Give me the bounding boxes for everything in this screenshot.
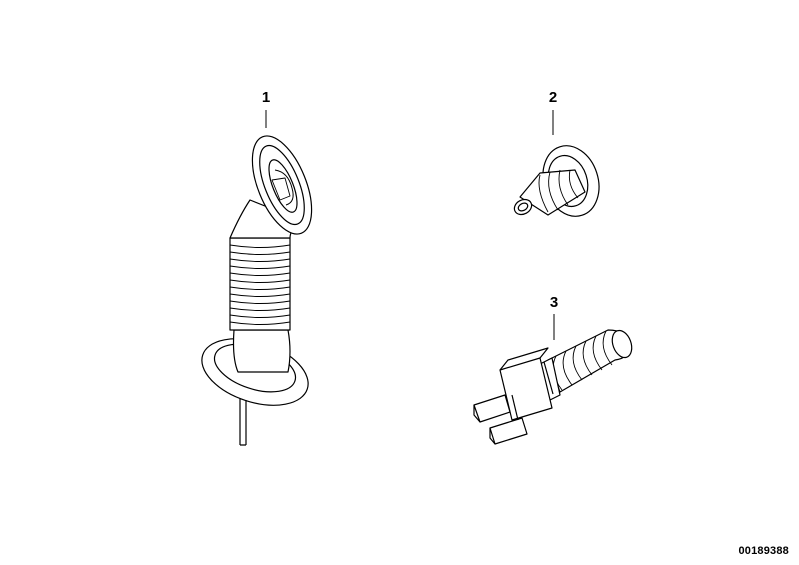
grommet-small-icon[interactable]	[512, 138, 608, 223]
grommet-wire-harness-icon[interactable]	[193, 128, 323, 446]
callout-2[interactable]: 2	[548, 89, 558, 106]
callout-1[interactable]: 1	[261, 89, 271, 106]
diagram-id: 00189388	[738, 545, 789, 557]
cable-grommet-clip-icon[interactable]	[473, 328, 635, 445]
callout-3[interactable]: 3	[549, 294, 559, 311]
